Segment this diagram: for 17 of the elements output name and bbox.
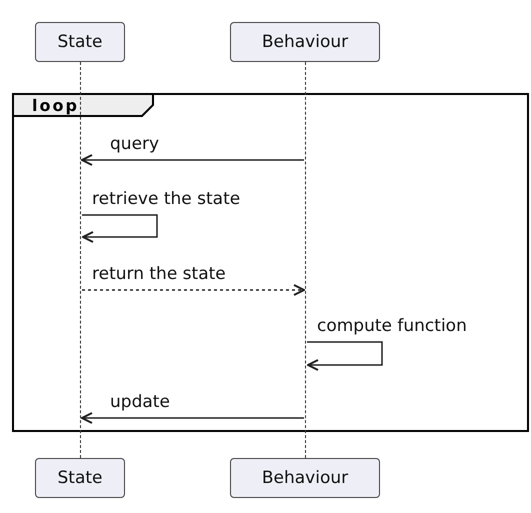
message-label: compute function [317,316,467,336]
message-label: return the state [92,264,226,284]
lifeline [80,62,81,458]
self-message-arrow [82,214,158,243]
frame-label: loop [32,95,79,117]
lifeline [305,62,306,458]
message-label: retrieve the state [92,189,240,209]
participant-box: Behaviour [230,458,380,498]
message-arrow [81,412,304,424]
message-label: update [110,392,170,412]
participant-box: State [35,22,125,62]
message-arrow [82,284,305,296]
message-arrow [81,154,304,166]
participant-box: Behaviour [230,22,380,62]
participant-box: State [35,458,125,498]
self-message-arrow [307,341,383,371]
message-label: query [110,134,160,154]
